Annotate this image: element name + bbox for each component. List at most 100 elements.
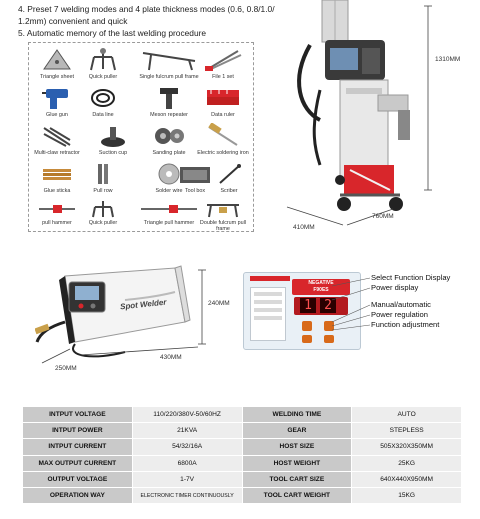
- pull-frame-icon: [142, 52, 196, 71]
- spec-value: 640X440X950MM: [351, 470, 462, 488]
- spec-key: TOOL CART SIZE: [241, 470, 353, 488]
- triangle-sheet-icon: [43, 49, 71, 70]
- spec-value: 21KVA: [131, 422, 243, 440]
- feature-list: 4. Preset 7 welding modes and 4 plate th…: [18, 3, 288, 39]
- accessory-item: Triangle pull hammer: [129, 199, 209, 226]
- feature-line-4: 4. Preset 7 welding modes and 4 plate th…: [18, 4, 275, 14]
- label-power-display: Power display: [371, 283, 419, 292]
- cart-width-dimension: [286, 206, 394, 226]
- spec-value: 54/32/16A: [131, 438, 243, 456]
- spec-key: INTPUT POWER: [22, 422, 133, 440]
- label-select-function-display: Select Function Display: [371, 273, 451, 282]
- triangle-pull-hammer-icon: [141, 205, 197, 213]
- spec-value: 1-7V: [131, 470, 243, 488]
- feature-line-4-cont: 1.2mm) convenient and quick: [18, 16, 128, 26]
- accessory-item: pull hammer: [29, 199, 85, 226]
- accessory-item: Multi-claw retractor: [29, 123, 85, 156]
- data-line-icon: [91, 89, 115, 107]
- accessory-item: Tool box: [167, 161, 223, 194]
- welder-length-dimension: [41, 346, 199, 364]
- sanding-plate-icon: [155, 128, 184, 144]
- pull-row-icon: [98, 164, 108, 184]
- feature-line-5: 5. Automatic memory of the last welding …: [18, 28, 207, 38]
- spec-value: 505X320X350MM: [351, 438, 462, 456]
- welder-depth-label: 250MM: [55, 365, 77, 372]
- pull-hammer-icon: [39, 205, 75, 213]
- accessory-item: Quick puller: [75, 47, 131, 80]
- cart-height-label: 1310MM: [435, 56, 461, 63]
- table-row: OPERATION WAY ELECTRONIC TIMER CONTINUOU…: [22, 486, 462, 505]
- display-digit-right: 2: [320, 298, 336, 313]
- accessory-item: Quick puller: [75, 199, 131, 226]
- panel-side-label: [250, 287, 286, 341]
- specification-table: INTPUT VOLTAGE 110/220/380V-50/60HZ WELD…: [22, 405, 462, 505]
- cart-spot-welder-image: [297, 0, 410, 211]
- display-digit-left: 1: [300, 298, 316, 313]
- solder-wire-icon: [158, 163, 180, 185]
- control-panel: NEGATIVE F90ES 1 2: [243, 272, 361, 350]
- cart-depth-label: 760MM: [372, 213, 394, 220]
- accessory-item: Solder wire: [141, 161, 197, 194]
- table-row: MAX OUTPUT CURRENT 6800A HOST WEIGHT 25K…: [22, 454, 462, 472]
- panel-brand-strip: [250, 276, 290, 281]
- table-row: INTPUT VOLTAGE 110/220/380V-50/60HZ WELD…: [22, 405, 462, 424]
- spec-key: TOOL CART WEIGHT: [241, 486, 353, 505]
- spec-value: 15KG: [351, 486, 462, 505]
- manual-automatic-button[interactable]: [302, 321, 312, 331]
- accessories-grid: Triangle sheet Quick puller Single fulcr…: [28, 42, 254, 232]
- spec-key: MAX OUTPUT CURRENT: [22, 454, 133, 472]
- cart-width-label: 410MM: [293, 224, 315, 231]
- data-ruler-icon: [207, 90, 239, 105]
- table-row: INTPUT CURRENT 54/32/16A HOST SIZE 505X3…: [22, 438, 462, 456]
- label-power-regulation: Power regulation: [371, 310, 428, 319]
- multi-claw-retractor-icon: [43, 127, 71, 147]
- spec-value: 110/220/380V-50/60HZ: [131, 405, 243, 424]
- accessory-item: Data ruler: [195, 85, 251, 118]
- spec-key: INTPUT CURRENT: [22, 438, 133, 456]
- accessory-item: Double fulcrum pull frame: [195, 199, 251, 232]
- spec-value: AUTO: [351, 405, 462, 424]
- double-pull-frame-icon: [207, 204, 239, 218]
- table-row: INTPUT POWER 21KVA GEAR STEPLESS: [22, 422, 462, 440]
- spec-key: HOST WEIGHT: [241, 454, 353, 472]
- accessory-item: File 1 set: [195, 47, 251, 80]
- spec-key: OUTPUT VOLTAGE: [22, 470, 133, 488]
- accessory-item: Glue gun: [29, 85, 85, 118]
- spec-value: 25KG: [351, 454, 462, 472]
- welder-height-label: 240MM: [208, 300, 230, 307]
- accessory-item: Glue sticka: [29, 161, 85, 194]
- scriber-icon: [219, 164, 241, 184]
- cart-height-dimension: [424, 5, 432, 191]
- glue-gun-icon: [42, 89, 68, 109]
- power-regulation-button[interactable]: [324, 321, 334, 331]
- soldering-iron-icon: [208, 123, 238, 146]
- spec-value: ELECTRONIC TIMER CONTINUOUSLY: [131, 486, 243, 505]
- file-icon: [205, 50, 242, 71]
- quick-puller-icon: [92, 201, 114, 218]
- portable-spot-welder-image: [35, 265, 191, 358]
- function-adjustment-button-2[interactable]: [324, 335, 334, 343]
- welder-length-label: 430MM: [160, 354, 182, 361]
- suction-cup-icon: [101, 127, 125, 147]
- spec-key: HOST SIZE: [241, 438, 353, 456]
- power-display: 1 2: [294, 297, 348, 315]
- spec-key: WELDING TIME: [241, 405, 353, 424]
- label-function-adjustment: Function adjustment: [371, 320, 440, 329]
- spec-key: OPERATION WAY: [22, 486, 133, 505]
- accessory-item: Single fulcrum pull frame: [129, 47, 209, 80]
- spec-key: INTPUT VOLTAGE: [22, 405, 133, 424]
- accessory-item: Electric soldering iron: [195, 123, 251, 156]
- accessory-item: Data line: [75, 85, 131, 118]
- meson-repeater-icon: [160, 88, 178, 109]
- glue-stick-icon: [43, 169, 71, 180]
- tool-box-icon: [180, 167, 210, 183]
- function-adjustment-button[interactable]: [302, 335, 312, 343]
- label-manual-automatic: Manual/automatic: [371, 300, 431, 309]
- quick-puller-icon: [90, 48, 116, 71]
- accessory-item: Triangle sheet: [29, 47, 85, 80]
- panel-header: NEGATIVE F90ES: [292, 279, 350, 295]
- panel-callout-lines: [331, 277, 371, 331]
- accessory-item: Suction cup: [85, 123, 141, 156]
- accessory-item: Meson repeater: [141, 85, 197, 118]
- accessory-item: Pull row: [75, 161, 131, 194]
